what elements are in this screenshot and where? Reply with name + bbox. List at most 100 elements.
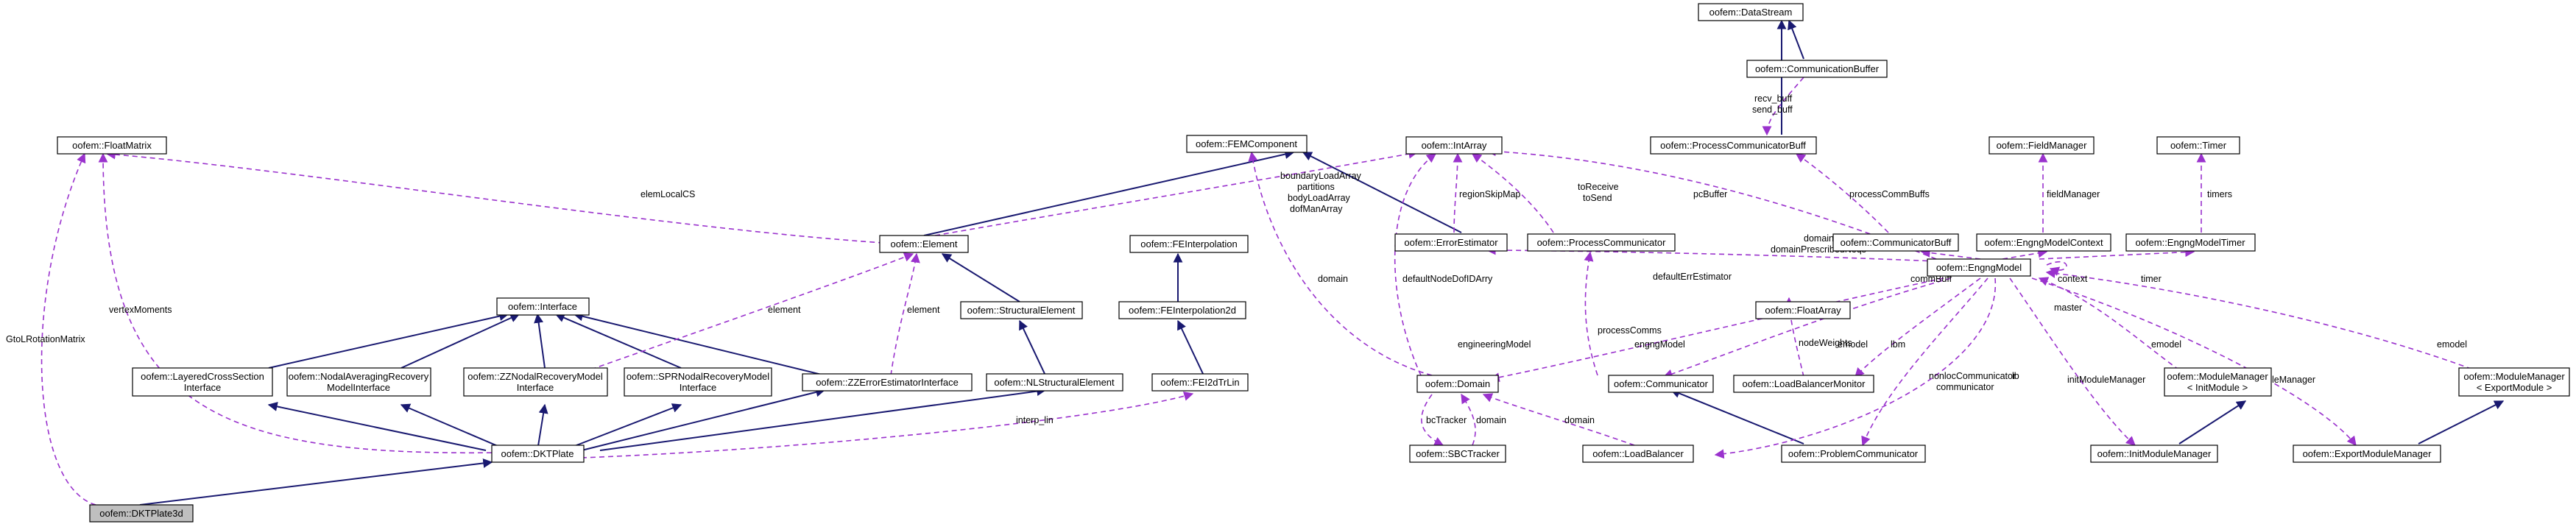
edge-zzerr-element	[890, 252, 920, 376]
label-processcommbuffs: processCommBuffs	[1849, 189, 1930, 199]
edge-zznodal-element	[574, 252, 914, 376]
edge-dktplate-nlstruct	[599, 386, 1047, 451]
edge-enm-exportmm	[2031, 277, 2357, 447]
edge-enm-lbm	[1855, 277, 1981, 378]
label-emodel-3: emodel	[2437, 339, 2467, 350]
node-communicationbuffer[interactable]: oofem::CommunicationBuffer	[1746, 60, 1888, 78]
edge-element-intarray	[934, 149, 1419, 236]
edge-enm-context	[2002, 248, 2048, 260]
edge-dktplate3d-dktplate	[139, 458, 493, 506]
node-processcommunicator[interactable]: oofem::ProcessCommunicator	[1527, 233, 1676, 252]
svg-text:ModelInterface: ModelInterface	[327, 382, 390, 393]
label-lb: lb	[2012, 371, 2019, 381]
edge-commbuf-datastream	[1788, 19, 1804, 60]
edge-sbctracker-domain	[1461, 393, 1476, 446]
node-nodalaveragingrecoverymodelinterface[interactable]: oofem::NodalAveragingRecovery ModelInter…	[286, 367, 431, 397]
node-exportmodulemanager[interactable]: oofem::ExportModuleManager	[2293, 445, 2441, 463]
node-floatmatrix[interactable]: oofem::FloatMatrix	[57, 136, 167, 155]
label-defaulterrestimator: defaultErrEstimator	[1653, 272, 1732, 282]
node-zznodalrecoverymodel-interface[interactable]: oofem::ZZNodalRecoveryModel Interface	[463, 367, 608, 397]
svg-text:oofem::ProcessCommunicator: oofem::ProcessCommunicator	[1537, 237, 1667, 248]
label-regionskipmap: regionSkipMap	[1459, 189, 1520, 199]
node-communicatorbuff[interactable]: oofem::CommunicatorBuff	[1832, 233, 1959, 252]
label-bctracker: bcTracker	[1426, 415, 1467, 425]
label-fieldmanager: fieldManager	[2047, 189, 2100, 199]
edge-dktplate-nodalavg	[400, 403, 509, 451]
node-intarray[interactable]: oofem::IntArray	[1405, 136, 1503, 155]
node-errorestimator[interactable]: oofem::ErrorEstimator	[1394, 233, 1508, 252]
svg-text:oofem::ErrorEstimator: oofem::ErrorEstimator	[1404, 237, 1498, 248]
node-dktplate3d[interactable]: oofem::DKTPlate3d	[89, 504, 194, 523]
edge-labels: recv_buff send_buff processCommBuffs fie…	[6, 93, 2467, 425]
edge-enm-master	[2046, 261, 2067, 276]
edge-enm-timer	[2039, 247, 2195, 260]
svg-text:oofem::FloatArray: oofem::FloatArray	[1765, 305, 1841, 316]
node-timer[interactable]: oofem::Timer	[2156, 136, 2240, 155]
node-fei2dtrlin[interactable]: oofem::FEI2dTrLin	[1151, 373, 1249, 392]
node-layeredcrosssection-interface[interactable]: oofem::LayeredCrossSection Interface	[132, 367, 273, 397]
label-toreceive: toReceive	[1578, 182, 1619, 192]
label-elemlocalcs: elemLocalCS	[641, 189, 695, 199]
node-feinterpolation2d[interactable]: oofem::FEInterpolation2d	[1118, 301, 1246, 319]
svg-text:oofem::LayeredCrossSection: oofem::LayeredCrossSection	[141, 371, 264, 382]
edge-element-femcomponent	[923, 149, 1295, 236]
label-tosend: toSend	[1583, 193, 1612, 203]
node-element[interactable]: oofem::Element	[879, 235, 969, 253]
svg-text:< ExportModule >: < ExportModule >	[2477, 382, 2552, 393]
edge-dktplate-fei2dtrlin	[581, 392, 1194, 458]
node-engngmodeltimer[interactable]: oofem::EngngModelTimer	[2125, 233, 2256, 252]
node-structuralelement[interactable]: oofem::StructuralElement	[960, 301, 1083, 319]
label-communicator: communicator	[1936, 382, 1994, 392]
node-modulemanager-initmodule[interactable]: oofem::ModuleManager < InitModule >	[2164, 367, 2272, 397]
label-engngmodel: engngModel	[1634, 339, 1685, 350]
node-loadbalancer[interactable]: oofem::LoadBalancer	[1582, 445, 1694, 463]
node-floatarray[interactable]: oofem::FloatArray	[1755, 301, 1851, 319]
edge-enm-communicator	[1662, 277, 1952, 379]
node-interface[interactable]: oofem::Interface	[496, 297, 590, 316]
node-engngmodelcontext[interactable]: oofem::EngngModelContext	[1976, 233, 2111, 252]
edge-enm-initmm	[2009, 277, 2136, 446]
node-processcommunicatorbuff[interactable]: oofem::ProcessCommunicatorBuff	[1650, 136, 1817, 155]
node-engngmodel[interactable]: oofem::EngngModel	[1927, 258, 2031, 277]
node-sprnodalrecoverymodel-interface[interactable]: oofem::SPRNodalRecoveryModel Interface	[624, 367, 772, 397]
node-dktplate[interactable]: oofem::DKTPlate	[491, 445, 585, 463]
node-problemcommunicator[interactable]: oofem::ProblemCommunicator	[1781, 445, 1926, 463]
svg-text:oofem::ProcessCommunicatorBuff: oofem::ProcessCommunicatorBuff	[1660, 140, 1806, 151]
edge-commbuf-pcb	[1762, 77, 1804, 136]
node-domain[interactable]: oofem::Domain	[1416, 375, 1499, 393]
label-send-buff: send_buff	[1752, 105, 1793, 115]
node-modulemanager-exportmodule[interactable]: oofem::ModuleManager < ExportModule >	[2458, 367, 2570, 397]
label-pcbuffer: pcBuffer	[1693, 189, 1727, 199]
node-loadbalancermonitor[interactable]: oofem::LoadBalancerMonitor	[1733, 375, 1874, 393]
edge-dktplate-zznodal	[537, 403, 548, 451]
node-datastream[interactable]: oofem::DataStream	[1698, 3, 1804, 21]
node-communicator[interactable]: oofem::Communicator	[1608, 375, 1714, 393]
svg-text:oofem::CommunicationBuffer: oofem::CommunicationBuffer	[1755, 63, 1880, 74]
edge-domain-sbctracker	[1421, 394, 1444, 446]
edge-dktplate3d-floatmatrix	[40, 152, 96, 506]
edge-structelem-element	[941, 253, 1020, 302]
node-sbctracker[interactable]: oofem::SBCTracker	[1409, 445, 1506, 463]
nodes: oofem::DataStream oofem::CommunicationBu…	[57, 3, 2570, 523]
label-engineeringmodel: engineeringModel	[1458, 339, 1531, 350]
node-zzerrorestimatorinterface[interactable]: oofem::ZZErrorEstimatorInterface	[802, 373, 973, 392]
node-feinterpolation[interactable]: oofem::FEInterpolation	[1129, 235, 1249, 253]
label-element-2: element	[907, 305, 940, 315]
label-element-1: element	[768, 305, 801, 315]
label-emodel-1: emodel	[1838, 339, 1868, 350]
svg-text:oofem::ExportModuleManager: oofem::ExportModuleManager	[2303, 448, 2432, 459]
label-master: master	[2054, 302, 2082, 313]
node-nlstructuralelement[interactable]: oofem::NLStructuralElement	[986, 373, 1123, 392]
node-initmodulemanager[interactable]: oofem::InitModuleManager	[2090, 445, 2218, 463]
edge-errest-intarray	[1453, 152, 1463, 233]
node-femcomponent[interactable]: oofem::FEMComponent	[1186, 135, 1308, 153]
label-emodel-2: emodel	[2151, 339, 2181, 350]
node-fieldmanager[interactable]: oofem::FieldManager	[1989, 136, 2095, 155]
svg-text:Interface: Interface	[517, 382, 554, 393]
svg-text:oofem::ModuleManager: oofem::ModuleManager	[2167, 371, 2268, 382]
edge-enm-domain	[1489, 277, 1944, 383]
edge-layered-interface	[268, 311, 509, 369]
edge-enm-loadbalancer	[1714, 277, 1996, 459]
svg-text:oofem::Element: oofem::Element	[890, 238, 957, 249]
svg-text:oofem::FEMComponent: oofem::FEMComponent	[1196, 138, 1297, 149]
